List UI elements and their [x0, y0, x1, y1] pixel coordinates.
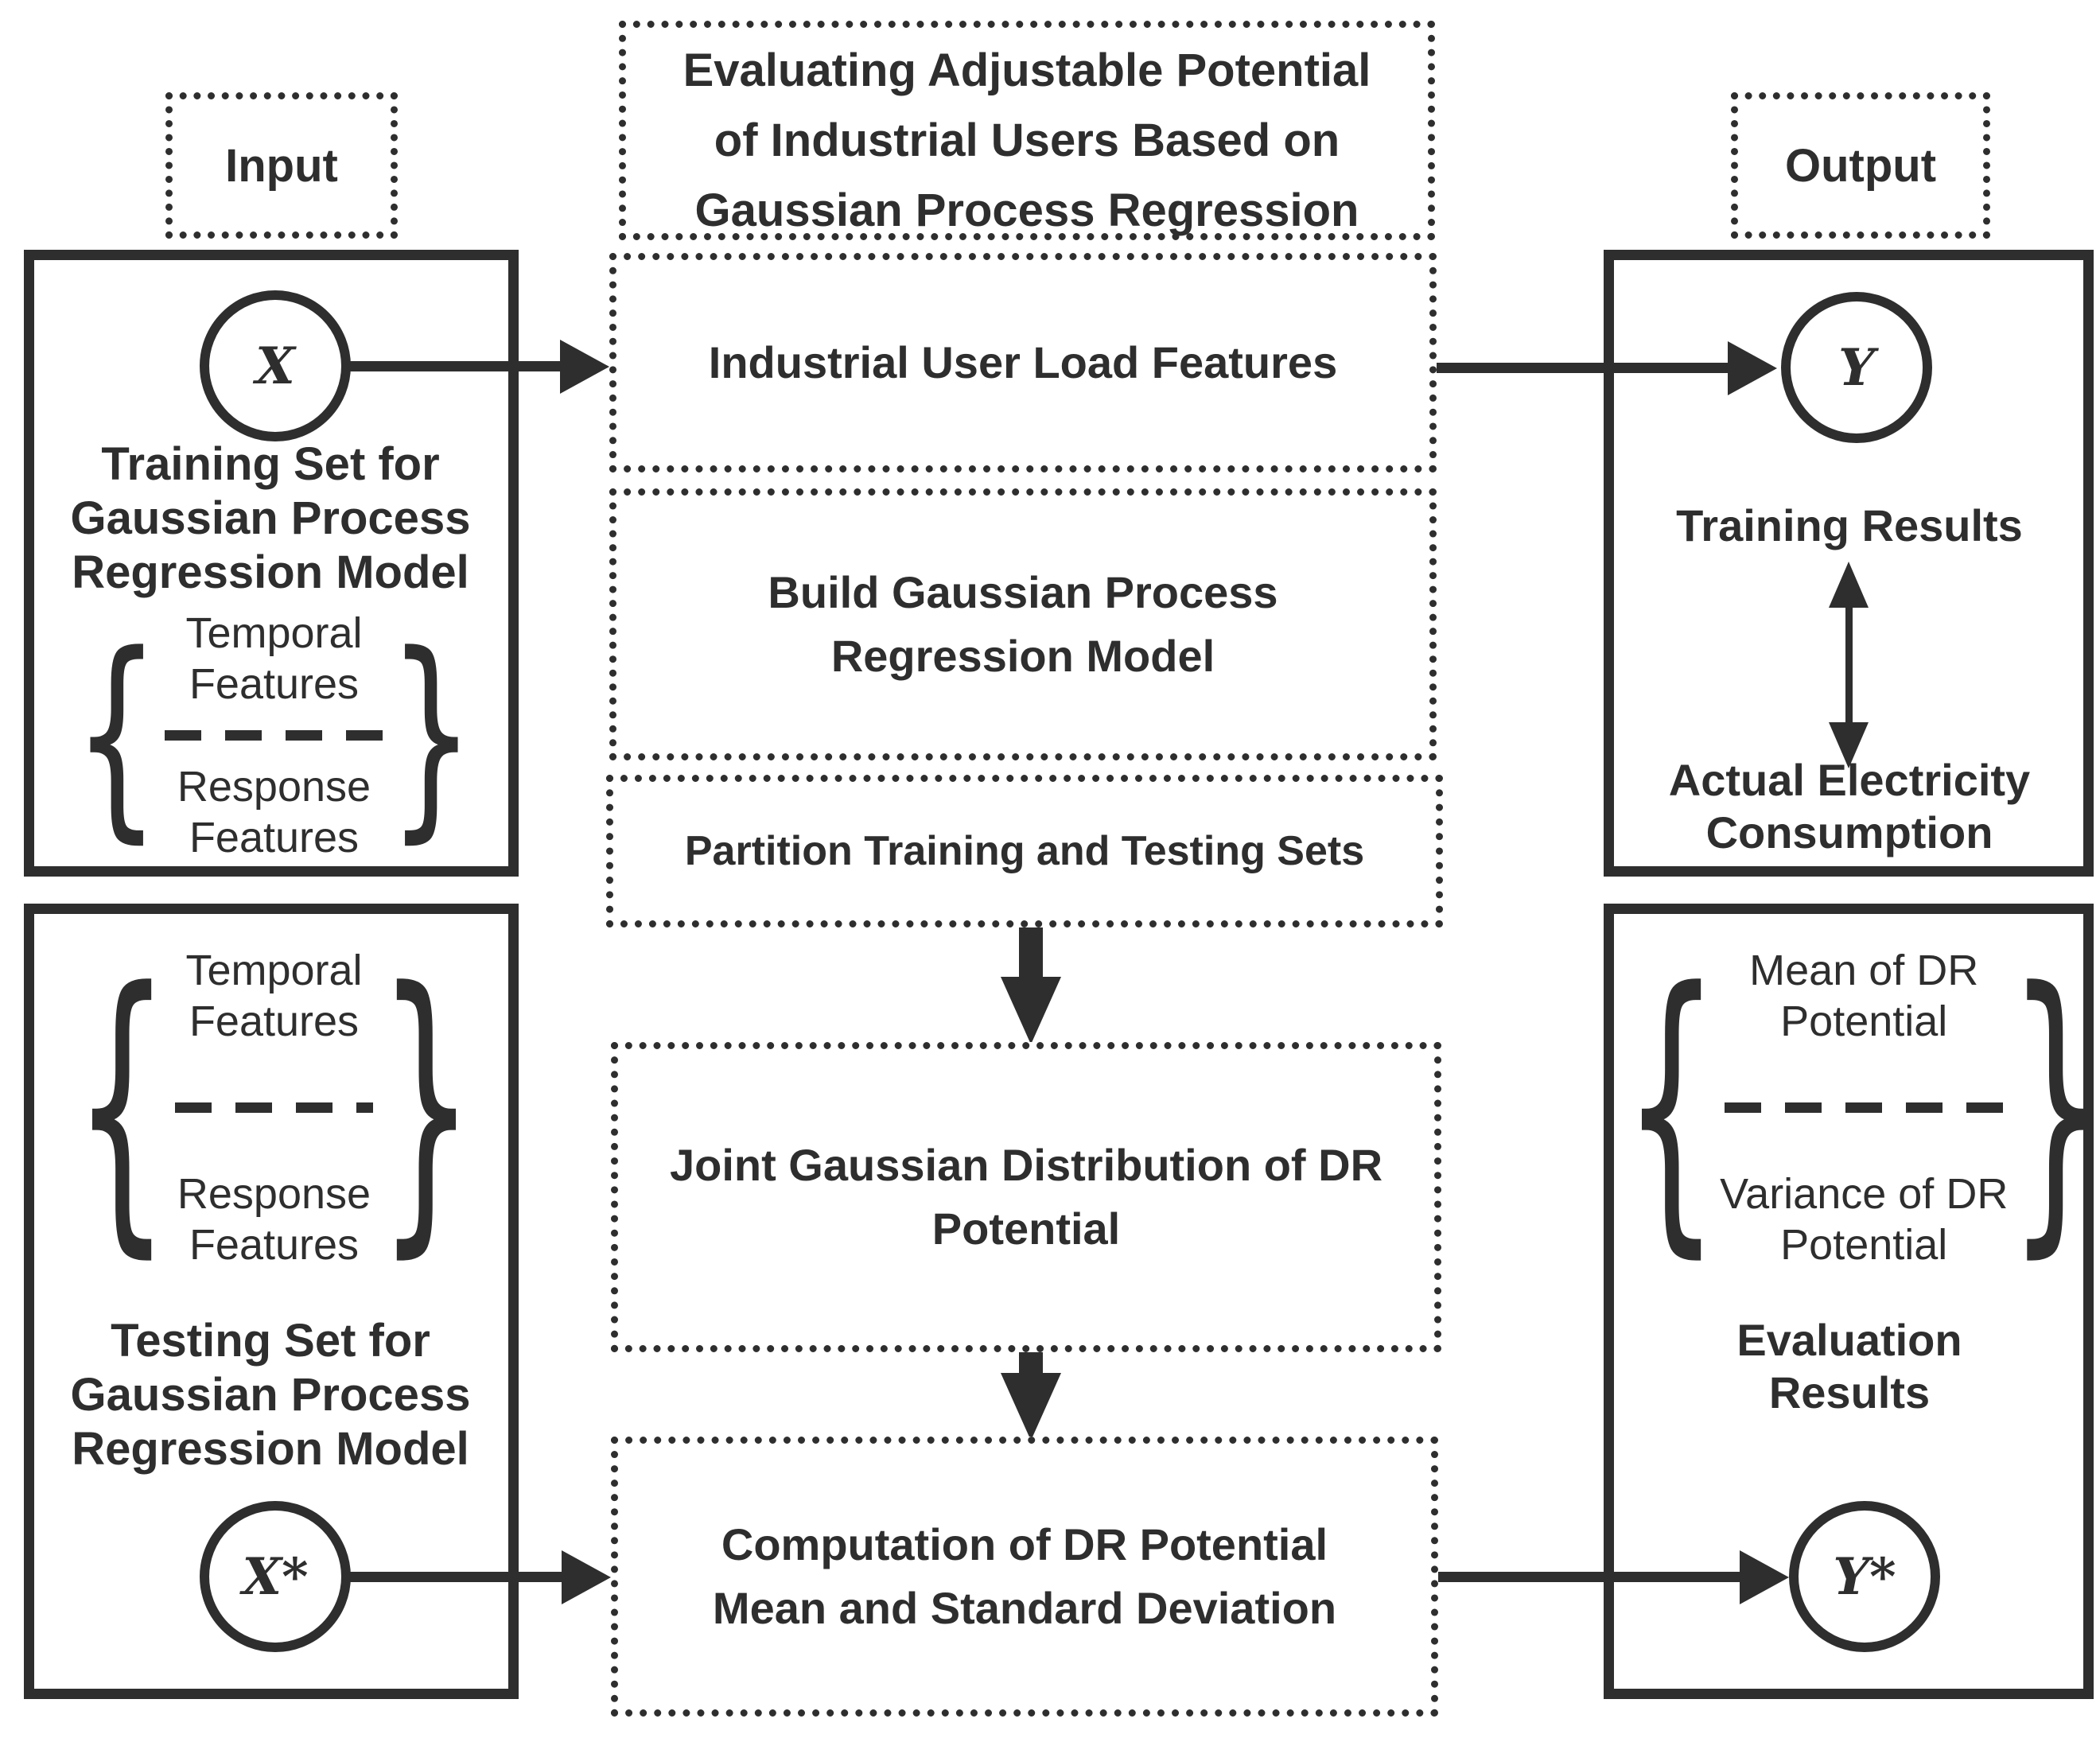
- build-model-label: Build Gaussian Process Regression Model: [768, 561, 1278, 688]
- xstar-to-computation-arrowhead-icon: [562, 1550, 611, 1604]
- testing-title-line: Regression Model: [72, 1423, 469, 1475]
- joint-distribution-label: Joint Gaussian Distribution of DR Potent…: [670, 1133, 1382, 1261]
- dr-potential-group: { Mean of DR Potential Variance of DR Po…: [1623, 927, 2100, 1287]
- actual-consumption-line: Actual Electricity: [1668, 755, 2031, 805]
- computation-to-ystar-arrowhead-icon: [1740, 1550, 1789, 1604]
- actual-consumption-line: Consumption: [1705, 807, 1993, 857]
- dr-potential-content: Mean of DR Potential Variance of DR Pote…: [1720, 945, 2008, 1270]
- testing-features-content: Temporal Features Response Features: [170, 945, 378, 1270]
- load-features-box: Industrial User Load Features: [609, 253, 1437, 472]
- evaluation-results-line: Results: [1768, 1367, 1931, 1417]
- right-brace-icon: }: [377, 929, 475, 1284]
- build-model-line: Regression Model: [830, 631, 1215, 681]
- computation-box: Computation of DR Potential Mean and Sta…: [611, 1437, 1438, 1717]
- evaluation-results-label: Evaluation Results: [1615, 1314, 2084, 1419]
- input-label-box: Input: [165, 92, 398, 239]
- testing-title-line: Gaussian Process: [70, 1369, 471, 1421]
- x-to-load-arrowhead-icon: [560, 340, 609, 394]
- response-features-label: Features: [189, 1220, 360, 1269]
- dashed-divider: [165, 729, 383, 741]
- right-brace-icon: }: [2008, 929, 2100, 1284]
- evaluation-results-line: Evaluation: [1736, 1315, 1962, 1365]
- double-arrow-icon: [1845, 605, 1853, 725]
- diagram-title-line: Gaussian Process Regression: [694, 185, 1359, 236]
- temporal-features-label: Temporal: [185, 609, 363, 657]
- response-features-label: Features: [189, 813, 360, 861]
- computation-to-ystar-arrow: [1438, 1572, 1740, 1582]
- response-features-label: Response: [177, 762, 371, 811]
- partition-label: Partition Training and Testing Sets: [684, 828, 1365, 874]
- load-features-label: Industrial User Load Features: [708, 337, 1338, 387]
- left-brace-icon: {: [1623, 929, 1721, 1284]
- mean-dr-label: Mean of DR: [1749, 946, 1979, 994]
- training-title-line: Gaussian Process: [70, 492, 471, 544]
- response-features-label: Response: [177, 1169, 371, 1218]
- variance-dr-label: Potential: [1780, 1220, 1948, 1269]
- temporal-features-label: Features: [189, 659, 360, 708]
- computation-line: Computation of DR Potential: [721, 1519, 1328, 1569]
- build-model-box: Build Gaussian Process Regression Model: [609, 488, 1437, 760]
- testing-set-title: Testing Set for Gaussian Process Regress…: [32, 1314, 509, 1476]
- left-brace-icon: {: [73, 929, 171, 1284]
- x-circle-label: X: [255, 336, 295, 396]
- x-to-load-arrow: [347, 361, 562, 371]
- y-circle: Y: [1781, 292, 1932, 443]
- down-arrow-icon: [1019, 927, 1043, 977]
- diagram-title-box: Evaluating Adjustable Potential of Indus…: [619, 21, 1435, 240]
- temporal-features-label: Temporal: [185, 946, 363, 994]
- joint-distribution-box: Joint Gaussian Distribution of DR Potent…: [611, 1042, 1441, 1352]
- load-to-y-arrow: [1437, 363, 1729, 373]
- variance-dr-label: Variance of DR: [1720, 1169, 2009, 1218]
- dashed-divider: [175, 1102, 373, 1113]
- y-star-circle-label: Y*: [1833, 1546, 1896, 1607]
- double-arrow-icon: [1829, 562, 1869, 608]
- xstar-to-computation-arrow: [347, 1572, 563, 1582]
- mean-dr-label: Potential: [1780, 997, 1948, 1045]
- y-star-circle: Y*: [1789, 1501, 1940, 1652]
- training-set-title: Training Set for Gaussian Process Regres…: [32, 437, 509, 600]
- output-label: Output: [1784, 139, 1937, 192]
- training-results-label: Training Results: [1615, 500, 2084, 552]
- computation-line: Mean and Standard Deviation: [712, 1583, 1337, 1633]
- double-arrow-icon: [1829, 722, 1869, 768]
- computation-label: Computation of DR Potential Mean and Sta…: [713, 1513, 1336, 1640]
- left-brace-icon: {: [73, 606, 161, 862]
- testing-features-group: { Temporal Features Response Features }: [73, 927, 475, 1287]
- joint-distribution-line: Joint Gaussian Distribution of DR: [669, 1140, 1383, 1190]
- input-label: Input: [225, 139, 338, 192]
- build-model-line: Build Gaussian Process: [768, 567, 1278, 617]
- x-star-circle: X*: [200, 1501, 351, 1652]
- load-to-y-arrowhead-icon: [1728, 341, 1777, 395]
- output-label-box: Output: [1731, 92, 1990, 239]
- x-circle: X: [200, 290, 351, 441]
- right-brace-icon: }: [387, 606, 475, 862]
- diagram-title-line: of Industrial Users Based on: [714, 115, 1340, 166]
- training-title-line: Regression Model: [72, 546, 469, 598]
- partition-box: Partition Training and Testing Sets: [606, 775, 1443, 927]
- training-results-text: Training Results: [1676, 500, 2023, 550]
- actual-consumption-label: Actual Electricity Consumption: [1615, 754, 2084, 859]
- training-features-group: { Temporal Features Response Features }: [73, 601, 475, 869]
- joint-distribution-line: Potential: [931, 1203, 1121, 1254]
- dashed-divider: [1725, 1102, 2004, 1113]
- down-arrow-icon: [1001, 1373, 1061, 1441]
- down-arrow-icon: [1001, 977, 1061, 1044]
- x-star-circle-label: X*: [242, 1546, 309, 1607]
- training-title-line: Training Set for: [101, 438, 440, 490]
- evaluation-results-box: [1604, 904, 2094, 1699]
- diagram-title-line: Evaluating Adjustable Potential: [682, 45, 1371, 96]
- y-circle-label: Y: [1838, 337, 1875, 398]
- temporal-features-label: Features: [189, 997, 360, 1045]
- training-features-content: Temporal Features Response Features: [160, 608, 387, 863]
- down-arrow-icon: [1019, 1352, 1043, 1373]
- testing-title-line: Testing Set for: [111, 1315, 430, 1367]
